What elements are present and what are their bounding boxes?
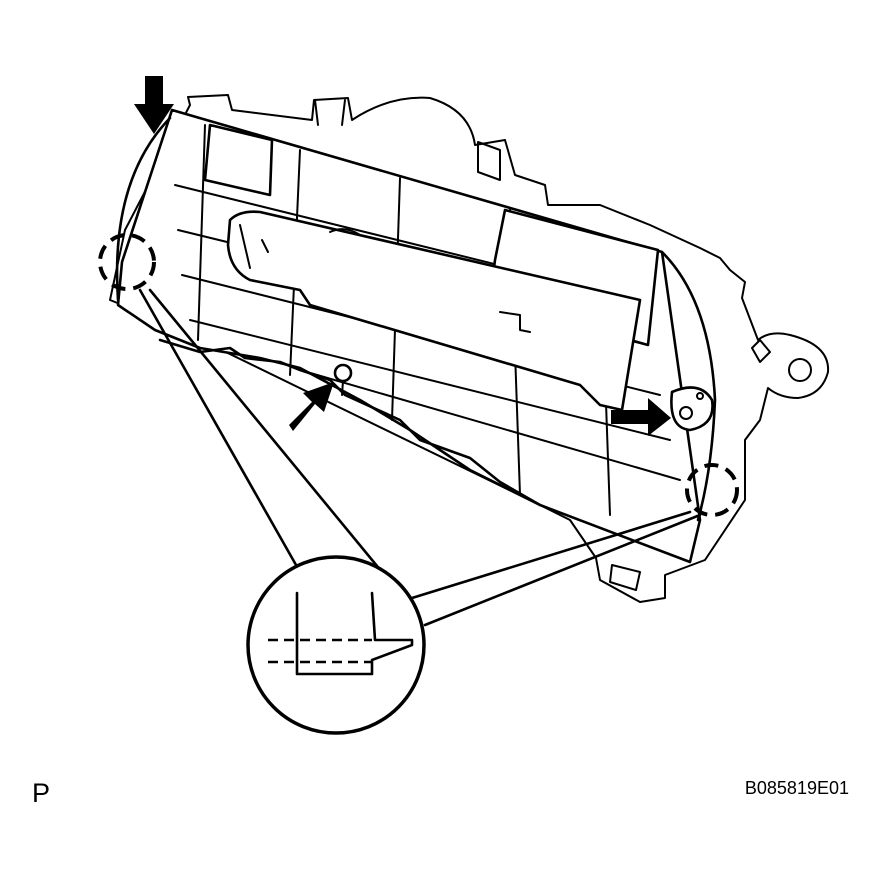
claw-marker-left xyxy=(98,233,156,291)
claw-marker-right xyxy=(685,463,739,517)
figure-id-label: B085819E01 xyxy=(744,778,849,798)
leader-line-right xyxy=(410,510,702,627)
view-code-label: P xyxy=(32,778,51,808)
leader-line-left xyxy=(138,288,407,602)
arrow-down-icon xyxy=(134,76,174,134)
arrow-right-icon xyxy=(611,398,671,436)
arrow-up-right-icon xyxy=(289,382,334,431)
front-panel xyxy=(115,108,717,564)
magnified-detail-circle xyxy=(246,555,426,735)
